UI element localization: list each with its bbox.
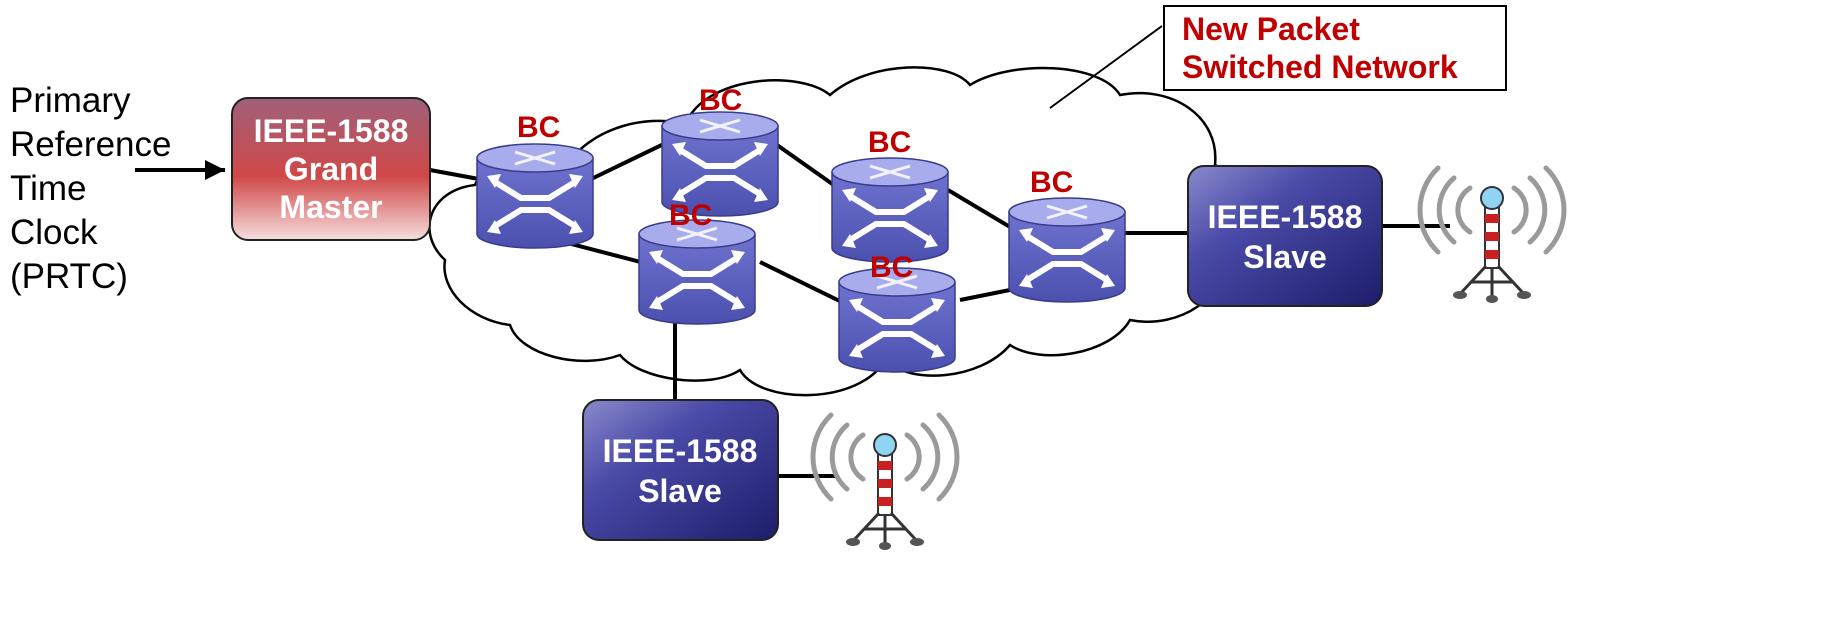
- grandmaster-line: IEEE-1588: [254, 113, 409, 149]
- bc-label: BC: [870, 251, 913, 284]
- prtc-line: Clock: [10, 213, 98, 252]
- bc-label: BC: [669, 199, 712, 232]
- slave-bottom-line: Slave: [638, 473, 722, 509]
- bc-label: BC: [699, 84, 742, 117]
- router-icon: [639, 220, 755, 324]
- prtc-line: Primary: [10, 81, 131, 120]
- callout-line: Switched Network: [1182, 49, 1458, 85]
- router-icon: [477, 144, 593, 248]
- callout-box: New Packet Switched Network: [1163, 5, 1507, 91]
- antenna-tower-icon: [1420, 168, 1564, 303]
- bc-label: BC: [1030, 166, 1073, 199]
- slave-right-box: IEEE-1588 Slave: [1187, 165, 1383, 307]
- prtc-label: Primary Reference Time Clock (PRTC): [10, 81, 171, 296]
- callout-line: New Packet: [1182, 11, 1360, 47]
- prtc-line: (PRTC): [10, 257, 128, 296]
- grandmaster-line: Grand: [284, 151, 378, 187]
- slave-bottom-box: IEEE-1588 Slave: [582, 399, 779, 541]
- antenna-tower-icon: [813, 415, 957, 550]
- bc-label: BC: [868, 126, 911, 159]
- callout-leader-line: [1049, 25, 1163, 109]
- router-icon: [1009, 198, 1125, 302]
- router-icon: [832, 158, 948, 262]
- prtc-line: Reference: [10, 125, 171, 164]
- grandmaster-box: IEEE-1588 Grand Master: [231, 97, 431, 241]
- bc-label: BC: [517, 111, 560, 144]
- slave-bottom-line: IEEE-1588: [603, 433, 758, 469]
- slave-right-line: IEEE-1588: [1208, 199, 1363, 235]
- prtc-line: Time: [10, 169, 86, 208]
- slave-right-line: Slave: [1243, 239, 1327, 275]
- grandmaster-line: Master: [279, 189, 382, 225]
